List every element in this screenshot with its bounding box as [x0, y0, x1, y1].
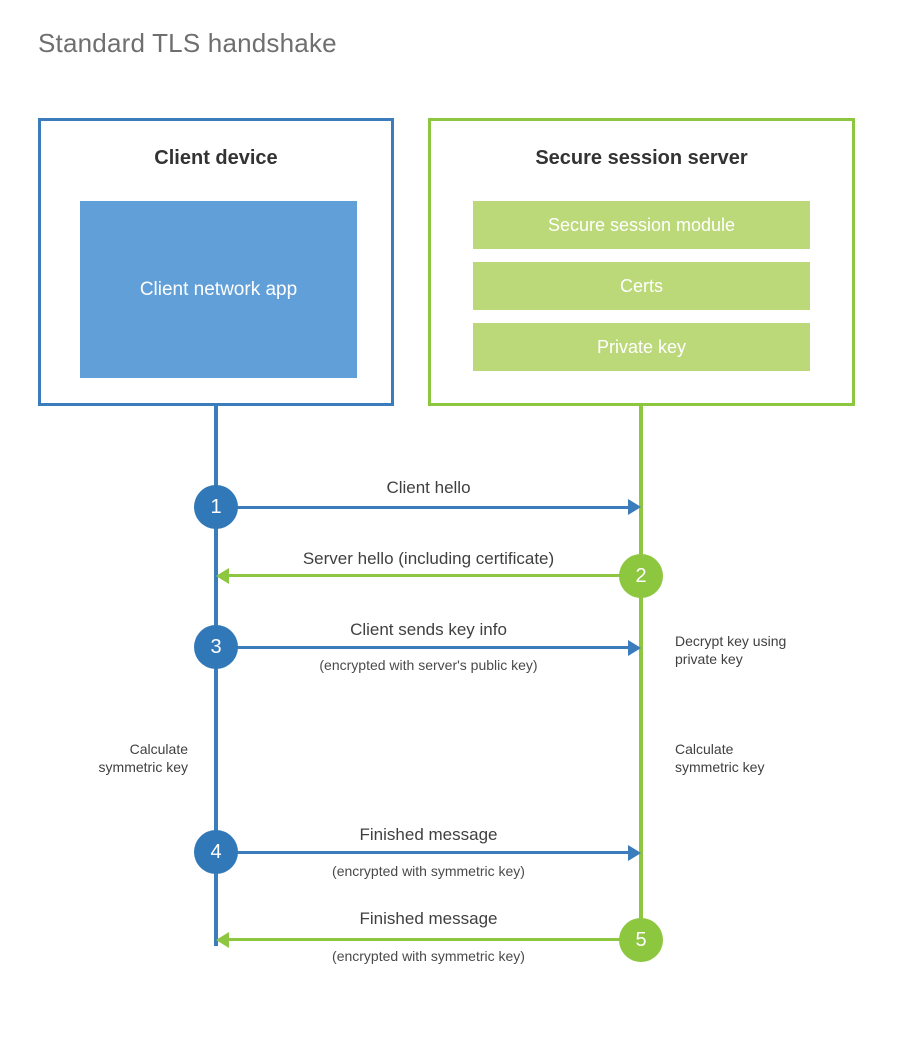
step-badge-5: 5	[619, 918, 663, 962]
server-component-private-key: Private key	[473, 323, 810, 371]
message-sublabel-4: (encrypted with symmetric key)	[332, 863, 525, 879]
message-label-1: Client hello	[386, 478, 471, 497]
message-arrow-3	[216, 646, 630, 649]
annotation-client-calculate-symmetric-key: Calculate symmetric key	[98, 741, 188, 775]
message-label-3: Client sends key info	[350, 620, 507, 639]
arrow-head-right-icon	[628, 499, 641, 515]
page-title: Standard TLS handshake	[38, 28, 337, 58]
server-component-certs: Certs	[473, 262, 810, 310]
step-badge-3: 3	[194, 625, 238, 669]
secure-session-server-box: Secure session server Secure session mod…	[428, 118, 855, 406]
step-badge-4: 4	[194, 830, 238, 874]
annotation-server-calculate-symmetric-key: Calculate symmetric key	[675, 741, 765, 775]
server-lifeline	[639, 406, 643, 940]
arrow-head-right-icon	[628, 845, 641, 861]
message-arrow-5	[229, 938, 641, 941]
message-label-4: Finished message	[359, 825, 498, 844]
client-network-app-block: Client network app	[80, 201, 357, 378]
secure-session-server-title: Secure session server	[535, 147, 748, 169]
annotation-decrypt-key: Decrypt key using private key	[675, 633, 787, 667]
client-device-title: Client device	[154, 147, 278, 169]
message-sublabel-5: (encrypted with symmetric key)	[332, 948, 525, 964]
message-sublabel-3: (encrypted with server's public key)	[319, 657, 538, 673]
step-badge-2: 2	[619, 554, 663, 598]
client-device-box: Client device Client network app	[38, 118, 394, 406]
message-arrow-1	[216, 506, 630, 509]
step-badge-1: 1	[194, 485, 238, 529]
message-arrow-2	[229, 574, 641, 577]
arrow-head-left-icon	[216, 568, 229, 584]
server-component-secure-session-module: Secure session module	[473, 201, 810, 249]
message-arrow-4	[216, 851, 630, 854]
arrow-head-left-icon	[216, 932, 229, 948]
arrow-head-right-icon	[628, 640, 641, 656]
message-label-2: Server hello (including certificate)	[302, 549, 555, 568]
client-lifeline	[214, 406, 218, 946]
message-label-5: Finished message	[359, 909, 498, 928]
